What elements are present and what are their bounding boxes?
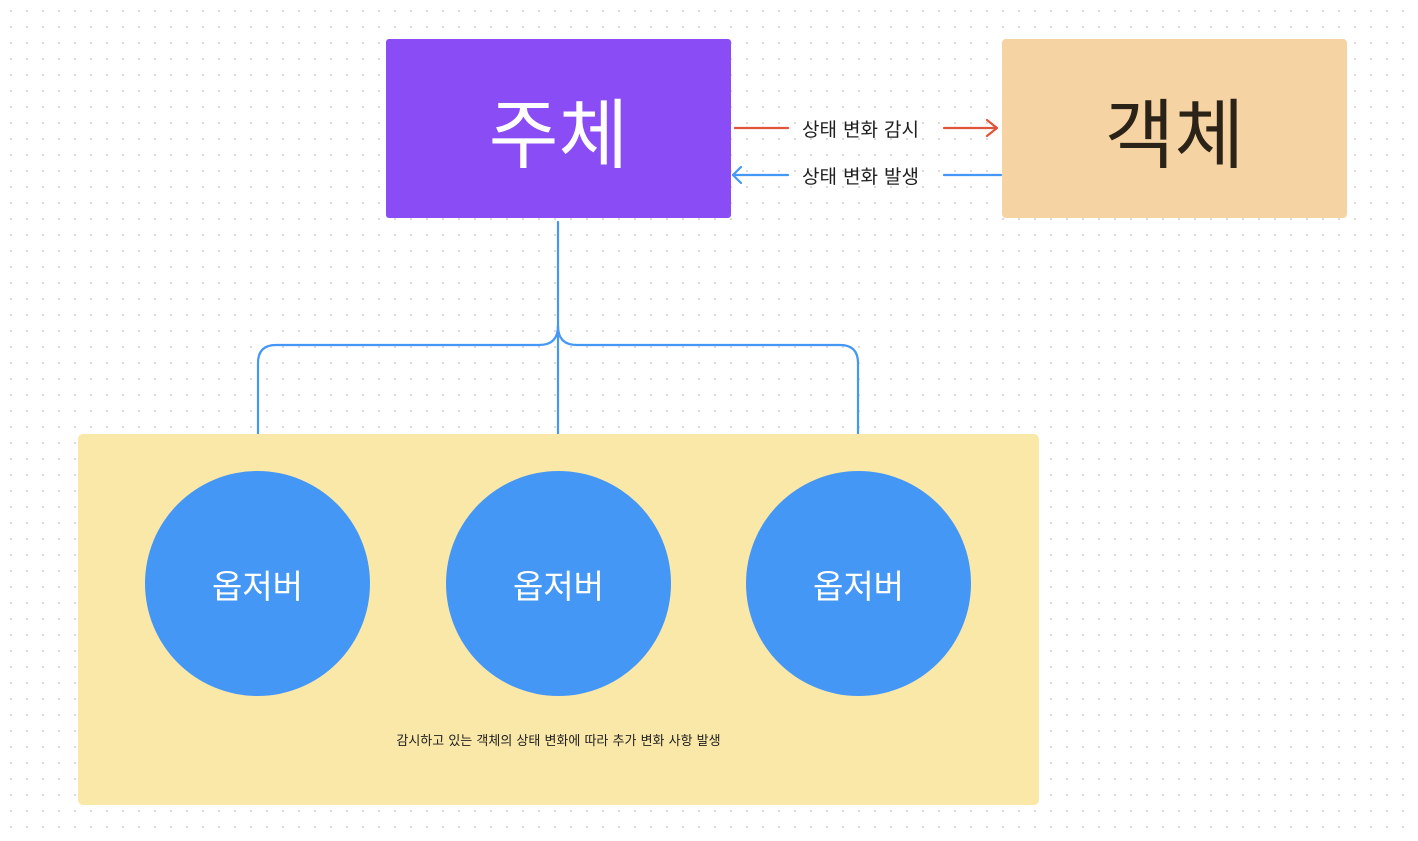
observer-label: 옵저버 xyxy=(211,566,304,606)
group-caption: 감시하고 있는 객체의 상태 변화에 따라 추가 변화 사항 발생 xyxy=(396,734,721,749)
emit-arrow[interactable] xyxy=(731,165,1003,185)
emit-edge-label: 상태 변화 발생 xyxy=(802,166,919,188)
subject-node[interactable]: 주체 xyxy=(386,39,731,218)
observer-node-3[interactable]: 옵저버 xyxy=(746,471,971,696)
watch-arrow[interactable] xyxy=(733,118,999,138)
observer-node-1[interactable]: 옵저버 xyxy=(145,471,370,696)
subject-to-observers-connector[interactable] xyxy=(247,220,869,468)
watch-edge-label: 상태 변화 감시 xyxy=(802,119,919,141)
object-node[interactable]: 객체 xyxy=(1002,39,1347,218)
subject-label: 주체 xyxy=(488,90,629,180)
observer-node-2[interactable]: 옵저버 xyxy=(446,471,671,696)
object-label: 객체 xyxy=(1104,90,1245,180)
observer-label: 옵저버 xyxy=(512,566,605,606)
observer-label: 옵저버 xyxy=(812,566,905,606)
